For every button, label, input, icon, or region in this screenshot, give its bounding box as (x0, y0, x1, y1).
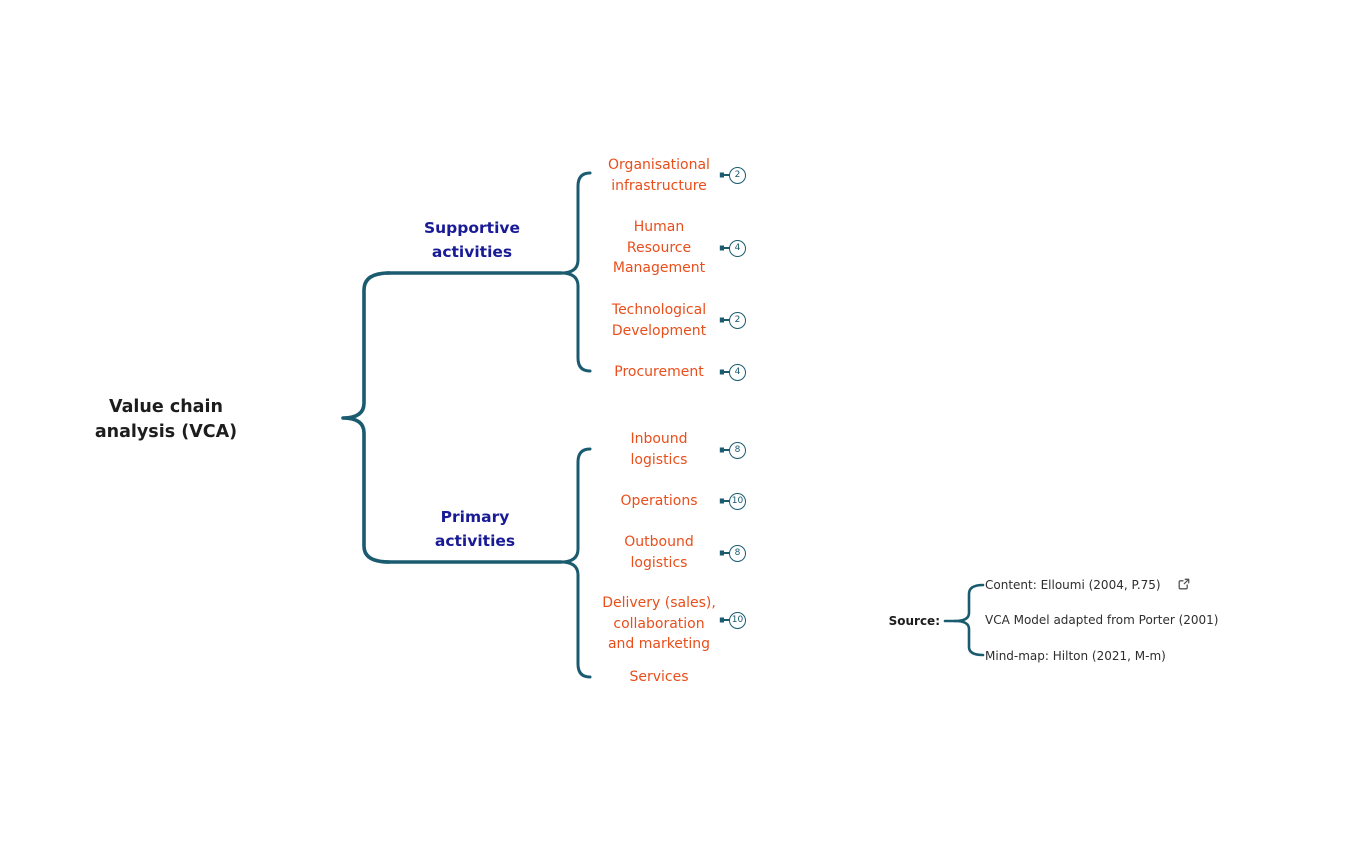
source-label: Source: (888, 614, 940, 628)
branch-primary-activities[interactable]: Primary activities (434, 508, 516, 550)
supportive-brace (559, 171, 592, 373)
subtopic-technological-development[interactable]: Technological Development (611, 302, 707, 339)
subtopic-operations[interactable]: Operations (620, 493, 698, 509)
source-item-vca-model[interactable]: VCA Model adapted from Porter (2001) (985, 613, 1219, 627)
subtopic-outbound-logistics[interactable]: Outbound logistics (624, 534, 694, 571)
badge-count[interactable]: 10 (729, 611, 746, 629)
badge-connectors (719, 172, 730, 623)
source-item-mindmap[interactable]: Mind-map: Hilton (2021, M-m) (985, 649, 1166, 663)
badge-count[interactable]: 10 (729, 492, 746, 510)
branch-supportive-activities[interactable]: Supportive activities (423, 219, 521, 261)
subtopic-delivery-collaboration-marketing[interactable]: Delivery (sales), collaboration and mark… (602, 595, 716, 652)
subtopic-human-resource-management[interactable]: Human Resource Management (612, 219, 706, 276)
source-item-content[interactable]: Content: Elloumi (2004, P.75) (985, 578, 1161, 592)
badge-count[interactable]: 4 (729, 239, 746, 257)
source-brace (953, 583, 985, 657)
primary-brace (559, 447, 592, 679)
root-brace (341, 271, 391, 564)
subtopic-services[interactable]: Services (629, 669, 689, 685)
subtopic-procurement[interactable]: Procurement (614, 364, 704, 380)
badge-count[interactable]: 4 (729, 363, 746, 381)
external-link-icon[interactable] (1177, 578, 1190, 591)
subtopic-inbound-logistics[interactable]: Inbound logistics (630, 431, 688, 468)
badge-count[interactable]: 2 (729, 311, 746, 329)
root-node[interactable]: Value chain analysis (VCA) (94, 397, 238, 442)
badge-count[interactable]: 8 (729, 441, 746, 459)
badge-count[interactable]: 2 (729, 166, 746, 184)
subtopic-organisational-infrastructure[interactable]: Organisational infrastructure (608, 157, 710, 194)
badge-count[interactable]: 8 (729, 544, 746, 562)
